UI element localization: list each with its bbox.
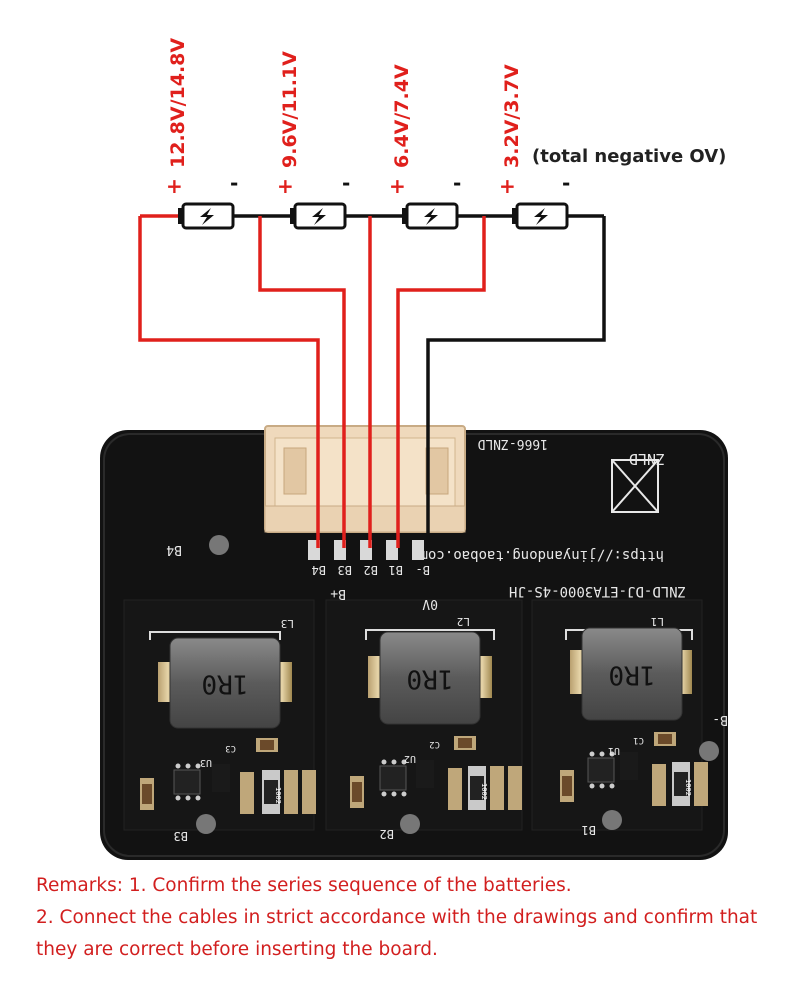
svg-text:U2: U2 [404, 753, 416, 764]
smd-block-1: U3 C3 1002 B3 [140, 738, 316, 843]
plus-sign: + [499, 174, 516, 198]
negative-note: (total negative OV) [532, 146, 726, 167]
inductor-l2: L2 1R0 [365, 615, 495, 725]
svg-text:U1: U1 [608, 745, 620, 756]
url-silkscreen: https://jinyandong.taobao.com [420, 547, 664, 563]
test-pad [602, 810, 622, 830]
test-pad [196, 814, 216, 834]
brand-logo: ZNLD [611, 450, 665, 513]
plus-sign: + [389, 174, 406, 198]
pin-label: B- [416, 563, 430, 577]
wire-b4 [138, 216, 320, 548]
smd-block-2: U2 C2 1002 B2 [350, 736, 522, 841]
wire-bminus [426, 216, 606, 548]
battery-bolt-icon [512, 202, 569, 230]
voltage-label-b2: 6.4V/7.4V [391, 64, 413, 168]
model-silkscreen: ZNLD-DJ-ETA3000-4S-JH [509, 583, 686, 599]
voltage-label-b1: 3.2V/3.7V [501, 64, 523, 168]
plus-sign: + [166, 174, 183, 198]
remark-line: Remarks: 1. Confirm the series sequence … [36, 875, 572, 896]
battery-cells [178, 202, 569, 230]
wire-b1 [396, 216, 486, 548]
voltage-label-b4: 12.8V/14.8V [167, 38, 189, 168]
minus-sign: - [562, 171, 570, 195]
battery-bolt-icon [290, 202, 347, 230]
svg-text:1002: 1002 [684, 779, 692, 796]
cell-ref: B2 [380, 827, 394, 841]
svg-text:L3: L3 [281, 617, 294, 630]
jst-connector [264, 425, 466, 560]
remark-line: they are correct before inserting the bo… [36, 939, 438, 960]
inductor-marking: 1R0 [202, 669, 249, 699]
svg-text:1002: 1002 [480, 783, 488, 800]
cell-ref: B3 [174, 829, 188, 843]
test-pad [699, 741, 719, 761]
battery-bolt-icon [178, 202, 235, 230]
test-pad [400, 814, 420, 834]
serial-silkscreen: 1666-ZNLD [477, 436, 548, 451]
voltage-labels: 12.8V/14.8V 9.6V/11.1V 6.4V/7.4V 3.2V/3.… [167, 38, 523, 168]
pin-label: B1 [389, 563, 403, 577]
voltage-label-b3: 9.6V/11.1V [279, 51, 301, 168]
bminus-silkscreen: B- [712, 712, 728, 727]
smd-block-3: U1 C1 1002 B1 [560, 732, 708, 837]
svg-text:L1: L1 [651, 615, 664, 628]
minus-sign: - [342, 171, 350, 195]
remarks-block: Remarks: 1. Confirm the series sequence … [36, 870, 796, 966]
b4-silkscreen: B4 [166, 542, 182, 557]
svg-text:L2: L2 [457, 615, 470, 628]
test-pad [209, 535, 229, 555]
battery-bolt-icon [402, 202, 459, 230]
svg-text:1002: 1002 [274, 787, 282, 804]
polarity-marks: + - + - + - + - [166, 171, 570, 198]
cell-ref: B1 [582, 823, 596, 837]
minus-sign: - [230, 171, 238, 195]
inductor-l3: L3 1R0 [149, 617, 294, 729]
pin-label: B3 [338, 563, 352, 577]
pin-label: B2 [364, 563, 378, 577]
wire-b3 [258, 216, 346, 548]
plus-sign: + [277, 174, 294, 198]
svg-text:C2: C2 [429, 739, 440, 749]
svg-text:C1: C1 [633, 735, 644, 745]
inductor-l1: L1 1R0 [565, 615, 693, 721]
svg-text:U3: U3 [200, 757, 212, 768]
bplus-silkscreen: B+ [330, 586, 346, 601]
inductor-marking: 1R0 [407, 664, 454, 694]
svg-text:C3: C3 [225, 743, 236, 753]
zero-v-silkscreen: 0V [422, 596, 438, 611]
minus-sign: - [453, 171, 461, 195]
remark-line: 2. Connect the cables in strict accordan… [36, 907, 758, 928]
wires [138, 214, 606, 548]
pin-label: B4 [312, 563, 326, 577]
inductor-marking: 1R0 [609, 660, 656, 690]
